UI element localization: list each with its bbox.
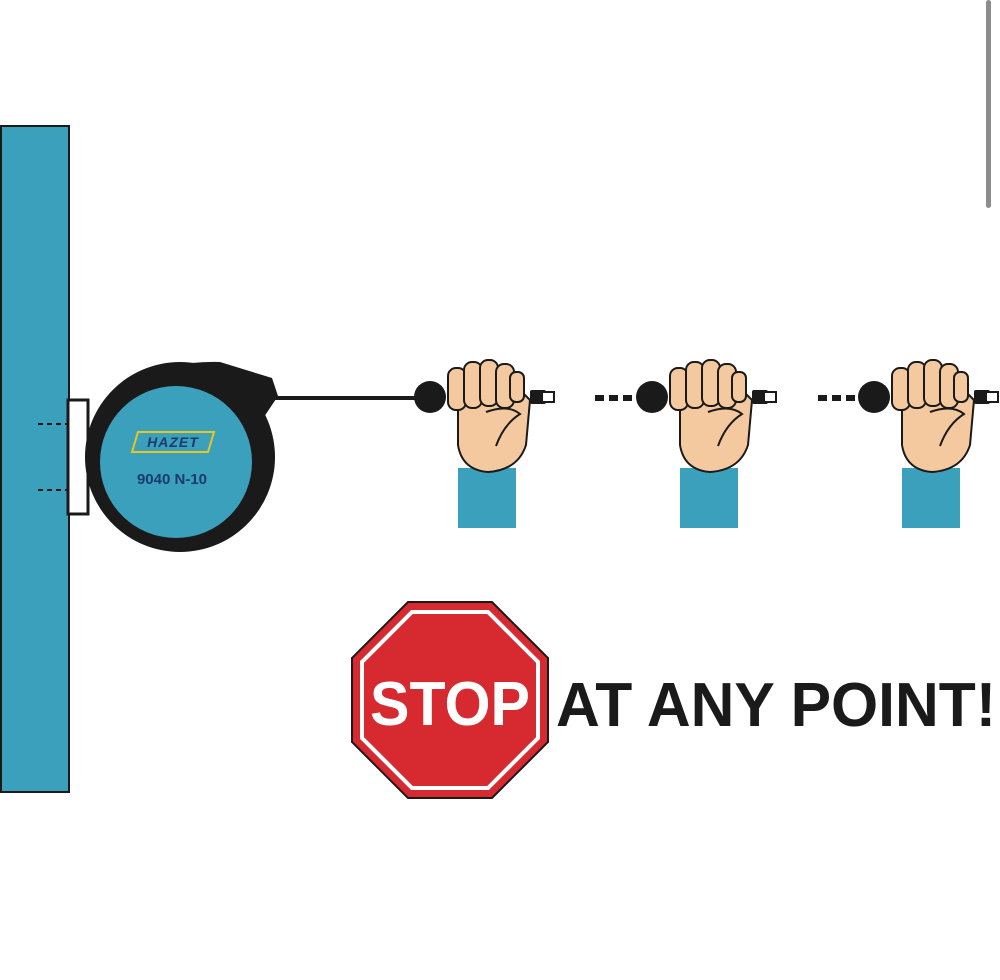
model-number: 9040 N-10 xyxy=(137,471,207,488)
scrollbar[interactable] xyxy=(986,0,991,208)
wall-mount-marks xyxy=(38,423,68,491)
fist-icon xyxy=(414,359,555,528)
fist-icon xyxy=(636,359,777,528)
headline: AT ANY POINT! xyxy=(556,671,996,740)
wall-icon xyxy=(0,125,70,793)
stop-sign-icon: STOP xyxy=(351,601,549,799)
stop-sign-label: STOP xyxy=(370,670,530,739)
fist-icon xyxy=(858,359,999,528)
brand-name: HAZET xyxy=(147,434,199,450)
cable-reel-icon: HAZET 9040 N-10 xyxy=(85,361,278,552)
brand-logo: HAZET xyxy=(130,431,216,453)
